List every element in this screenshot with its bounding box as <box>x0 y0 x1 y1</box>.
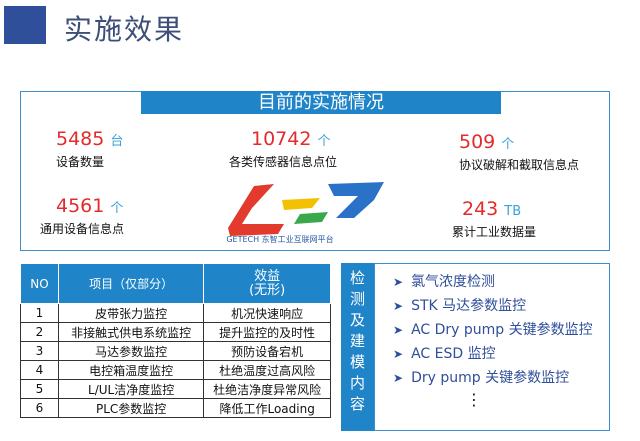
stat-value: 10742 <box>251 128 312 150</box>
stat-generic-devices: 4561 个 通用设备信息点 <box>40 195 124 237</box>
row-no: 1 <box>20 303 59 323</box>
stat-label: 协议破解和截取信息点 <box>459 158 580 172</box>
stat-unit: TB <box>504 204 522 219</box>
row-no: 4 <box>20 360 59 380</box>
list-item-label: AC Dry pump 关键参数监控 <box>411 322 593 338</box>
logo-blue-stroke <box>328 182 384 218</box>
col-item-header: 项目（仅部分） <box>57 263 205 304</box>
stat-unit: 个 <box>501 137 515 152</box>
list-item: ➤ 氯气浓度检测 <box>393 270 593 294</box>
stat-label: 各类传感器信息点位 <box>229 155 338 169</box>
side-char: 测 <box>349 290 365 308</box>
stat-value: 4561 <box>56 195 105 217</box>
stat-unit: 台 <box>110 134 124 149</box>
arrow-bullet-icon: ➤ <box>393 347 404 361</box>
detection-content-panel: ➤氯气浓度检测 ➤STK 马达参数监控 ➤AC Dry pump 关键参数监控 … <box>374 263 610 431</box>
logo-red-stroke <box>228 184 284 236</box>
row-item: 电控箱温度监控 <box>57 360 205 380</box>
list-item: ➤ Dry pump 关键参数监控 <box>393 366 593 390</box>
row-no: 3 <box>20 341 59 361</box>
merit-header-label: 效益 <box>254 268 281 284</box>
page-title: 实施效果 <box>64 13 185 46</box>
more-ellipsis: ⋮ <box>466 390 482 409</box>
col-no-header: NO <box>20 263 59 304</box>
list-item-label: Dry pump 关键参数监控 <box>411 370 570 386</box>
side-char: 模 <box>349 353 365 371</box>
row-merit: 预防设备宕机 <box>203 341 331 361</box>
row-no: 2 <box>20 322 59 342</box>
side-char: 建 <box>349 332 365 350</box>
detection-side-label: 检 测 及 建 模 内 容 <box>341 263 374 431</box>
row-merit: 降低工作Loading <box>203 398 331 418</box>
row-merit: 机况快速响应 <box>203 303 331 323</box>
row-merit: 杜绝温度过高风险 <box>203 360 331 380</box>
col-merit-header: 效益 (无形) <box>203 263 331 304</box>
list-item: ➤ AC Dry pump 关键参数监控 <box>393 318 593 342</box>
row-item: 皮带张力监控 <box>57 303 205 323</box>
stat-unit: 个 <box>110 201 124 216</box>
stat-value: 5485 <box>56 128 105 150</box>
stat-label: 累计工业数据量 <box>452 225 537 239</box>
logo-green-stroke <box>294 212 328 224</box>
side-char: 内 <box>349 374 365 392</box>
arrow-bullet-icon: ➤ <box>393 371 404 385</box>
stat-label: 设备数量 <box>56 155 105 169</box>
stat-devices: 5485 台 设备数量 <box>56 128 123 170</box>
list-item-label: STK 马达参数监控 <box>411 298 527 314</box>
list-item: ➤ STK 马达参数监控 <box>393 294 593 318</box>
stat-data-volume: 243 TB 累计工业数据量 <box>452 198 536 240</box>
getech-logo-icon <box>228 182 384 236</box>
list-item-label: 氯气浓度检测 <box>411 274 496 290</box>
logo-caption: GETECH 东智工业互联网平台 <box>226 235 334 244</box>
stat-label: 通用设备信息点 <box>40 222 125 236</box>
row-no: 6 <box>20 398 59 418</box>
merit-header-sub: (无形) <box>249 282 286 298</box>
row-item: L/UL洁净度监控 <box>57 379 205 399</box>
row-no: 5 <box>20 379 59 399</box>
stat-value: 243 <box>462 198 499 220</box>
list-item-label: AC ESD 监控 <box>411 346 496 362</box>
side-char: 容 <box>349 395 365 413</box>
detection-list: ➤氯气浓度检测 ➤STK 马达参数监控 ➤AC Dry pump 关键参数监控 … <box>393 270 593 390</box>
overview-panel: 目前的实施情况 <box>20 91 610 251</box>
row-item: 非接触式供电系统监控 <box>57 322 205 342</box>
row-merit: 杜绝洁净度异常风险 <box>203 379 331 399</box>
logo-yellow-stroke <box>282 198 320 210</box>
row-merit: 提升监控的及时性 <box>203 322 331 342</box>
row-item: PLC参数监控 <box>57 398 205 418</box>
row-item: 马达参数监控 <box>57 341 205 361</box>
side-char: 检 <box>349 269 365 287</box>
stat-value: 509 <box>459 131 496 153</box>
side-char: 及 <box>349 311 365 329</box>
stat-protocol: 509 个 协议破解和截取信息点 <box>459 131 589 173</box>
list-item: ➤ AC ESD 监控 <box>393 342 593 366</box>
overview-header: 目前的实施情况 <box>141 91 501 114</box>
stat-sensors: 10742 个 各类传感器信息点位 <box>229 128 337 170</box>
stat-unit: 个 <box>317 134 331 149</box>
arrow-bullet-icon: ➤ <box>393 323 404 337</box>
arrow-bullet-icon: ➤ <box>393 275 404 289</box>
title-accent-block <box>4 6 46 44</box>
arrow-bullet-icon: ➤ <box>393 299 404 313</box>
